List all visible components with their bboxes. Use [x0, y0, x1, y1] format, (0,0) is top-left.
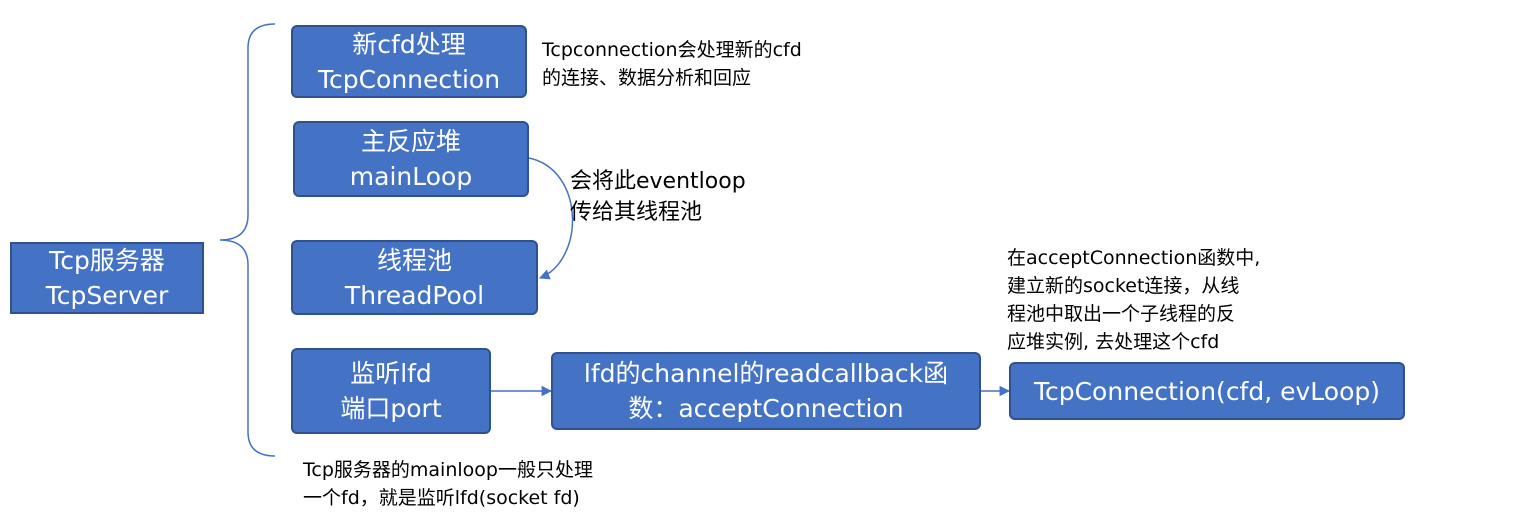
- new-cfd-line1: 新cfd处理: [352, 29, 466, 59]
- note-tcpconnection-line1: Tcpconnection会处理新的cfd: [542, 39, 802, 61]
- note-eventloop: 会将此eventloop 传给其线程池: [570, 166, 746, 228]
- note-accept-line3: 程池中取出一个子线程的反: [1007, 303, 1236, 325]
- note-accept-line4: 应堆实例, 去处理这个cfd: [1007, 331, 1220, 353]
- new-cfd-box: 新cfd处理 TcpConnection: [291, 25, 527, 98]
- note-accept-connection: 在acceptConnection函数中, 建立新的socket连接，从线 程池…: [1007, 244, 1260, 356]
- thread-pool-box: 线程池 ThreadPool: [291, 240, 538, 315]
- tcp-server-line2: TcpServer: [45, 281, 169, 310]
- mainloop-to-threadpool-arrow: [528, 157, 574, 280]
- note-eventloop-line2: 传给其线程池: [570, 200, 703, 225]
- listen-lfd-box: 监听lfd 端口port: [291, 348, 491, 434]
- note-mainloop-line1: Tcp服务器的mainloop一般只处理: [303, 459, 593, 481]
- thread-pool-line2: ThreadPool: [344, 280, 485, 310]
- tcp-server-line1: Tcp服务器: [49, 246, 165, 275]
- note-tcpconnection-line2: 的连接、数据分析和回应: [542, 67, 752, 89]
- tcp-connection-label: TcpConnection(cfd, evLoop): [1033, 376, 1381, 406]
- note-accept-line2: 建立新的socket连接，从线: [1007, 275, 1240, 297]
- read-callback-line2: 数：acceptConnection: [628, 394, 904, 423]
- note-mainloop: Tcp服务器的mainloop一般只处理 一个fd，就是监听lfd(socket…: [303, 456, 593, 512]
- listen-lfd-line2: 端口port: [340, 394, 442, 423]
- thread-pool-line1: 线程池: [376, 245, 452, 275]
- read-callback-line1: lfd的channel的readcallback函: [583, 359, 949, 388]
- tcp-connection-box: TcpConnection(cfd, evLoop): [1009, 362, 1405, 420]
- main-reactor-line1: 主反应堆: [360, 127, 461, 156]
- main-reactor-line2: mainLoop: [349, 162, 473, 191]
- listen-lfd-line1: 监听lfd: [350, 359, 432, 388]
- note-eventloop-line1: 会将此eventloop: [570, 169, 746, 194]
- note-accept-line1: 在acceptConnection函数中,: [1007, 247, 1261, 269]
- read-callback-box: lfd的channel的readcallback函 数：acceptConnec…: [551, 352, 981, 430]
- main-reactor-box: 主反应堆 mainLoop: [293, 121, 529, 197]
- tcp-server-box: Tcp服务器 TcpServer: [10, 242, 204, 314]
- new-cfd-line2: TcpConnection: [317, 64, 501, 94]
- note-mainloop-line2: 一个fd，就是监听lfd(socket fd): [303, 487, 580, 509]
- grouping-brace: [219, 23, 276, 457]
- note-tcpconnection: Tcpconnection会处理新的cfd 的连接、数据分析和回应: [542, 36, 802, 92]
